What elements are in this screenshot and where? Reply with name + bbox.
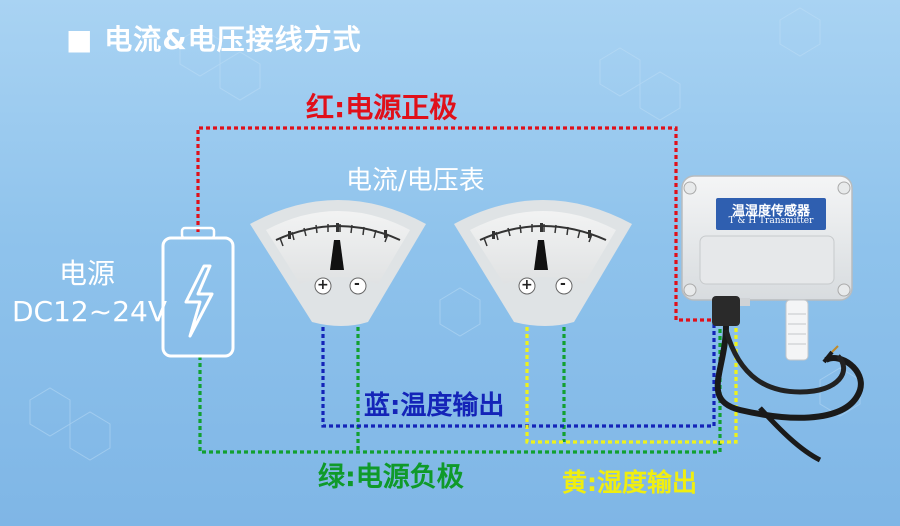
blue-wire [321,292,716,428]
sensor-name: 温湿度传感器 [731,204,810,219]
meter-2 [454,200,632,326]
meter-1-plus: + [317,277,329,293]
sensor-device [681,175,864,463]
yellow-wire-label: 黄:湿度输出 [562,468,697,497]
green-wire [198,292,722,454]
meter-2-plus: + [521,277,533,293]
yellow-wire [525,292,738,444]
meter-1 [250,200,426,326]
sensor-subtitle: T & H Transmitter [728,216,814,226]
green-wire-label: 绿:电源负极 [318,462,464,493]
meter-1-minus: - [354,276,360,292]
blue-wire-label: 蓝:温度输出 [364,391,505,421]
meter-label: 电流/电压表 [346,166,485,196]
power-voltage: DC12~24V [12,295,167,328]
hexagon-background [29,7,861,461]
battery-icon [161,226,235,358]
power-label: 电源 DC12~24V [12,255,167,331]
power-name: 电源 [58,257,115,290]
red-wire-label: 红:电源正极 [306,91,458,124]
red-wire [196,126,716,322]
page-title: ■ 电流&电压接线方式 [66,23,362,56]
meter-2-minus: - [560,276,566,292]
